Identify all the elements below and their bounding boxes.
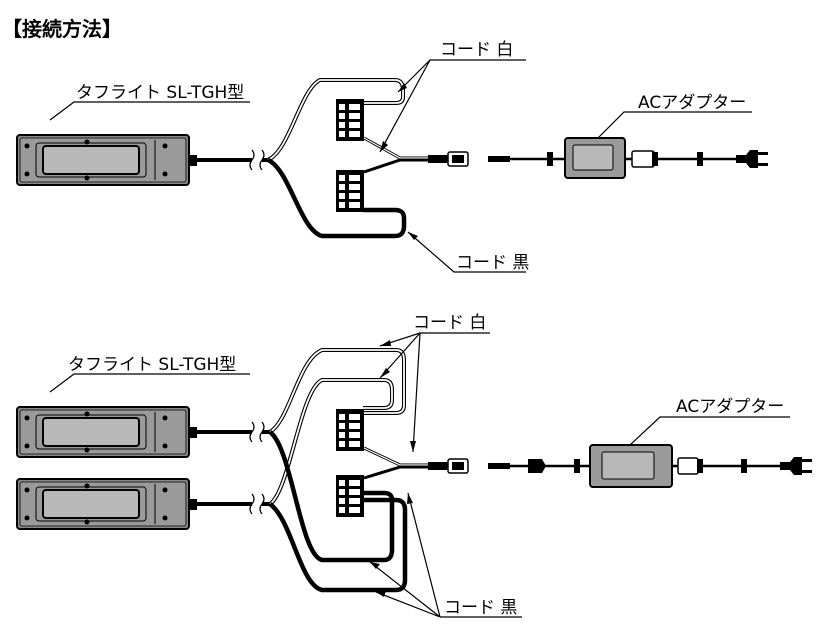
cable-break-mark: [249, 149, 265, 171]
dc-jack: [488, 156, 510, 162]
ac-plug-1: [736, 150, 768, 168]
adapter-label-2: ACアダプター: [676, 397, 784, 417]
light-fixture-2a: [16, 406, 198, 458]
cord-black: [266, 157, 407, 239]
light-fixture-1: [16, 134, 198, 186]
terminal-block-top: [336, 99, 364, 141]
dc-plug: [427, 151, 469, 167]
page-title: 【接続方法】: [2, 17, 122, 41]
terminal-block-bottom: [336, 170, 364, 212]
terminal-block-bottom-2: [336, 475, 364, 517]
diagram-two-lights: タフライト SL-TGH型 コード 白 コード 黒 ACアダプター: [16, 313, 812, 618]
cord-white-label-1: コード 白: [440, 40, 513, 60]
ac-plug-2: [780, 457, 812, 475]
cord-black-label-1: コード 黒: [456, 253, 529, 273]
light-label-1: タフライト SL-TGH型: [76, 83, 244, 103]
light-fixture-2b: [16, 478, 198, 530]
cord-black-label-2: コード 黒: [444, 598, 517, 618]
adapter-label-1: ACアダプター: [638, 93, 746, 113]
cord-white-label-2: コード 白: [413, 313, 486, 333]
diagram-single-light: タフライト SL-TGH型 コード 白 コード 黒 ACアダプター: [16, 40, 768, 273]
dc-plug-2: [427, 458, 469, 474]
terminal-block-top-2: [336, 409, 364, 451]
light-label-2: タフライト SL-TGH型: [68, 355, 236, 375]
